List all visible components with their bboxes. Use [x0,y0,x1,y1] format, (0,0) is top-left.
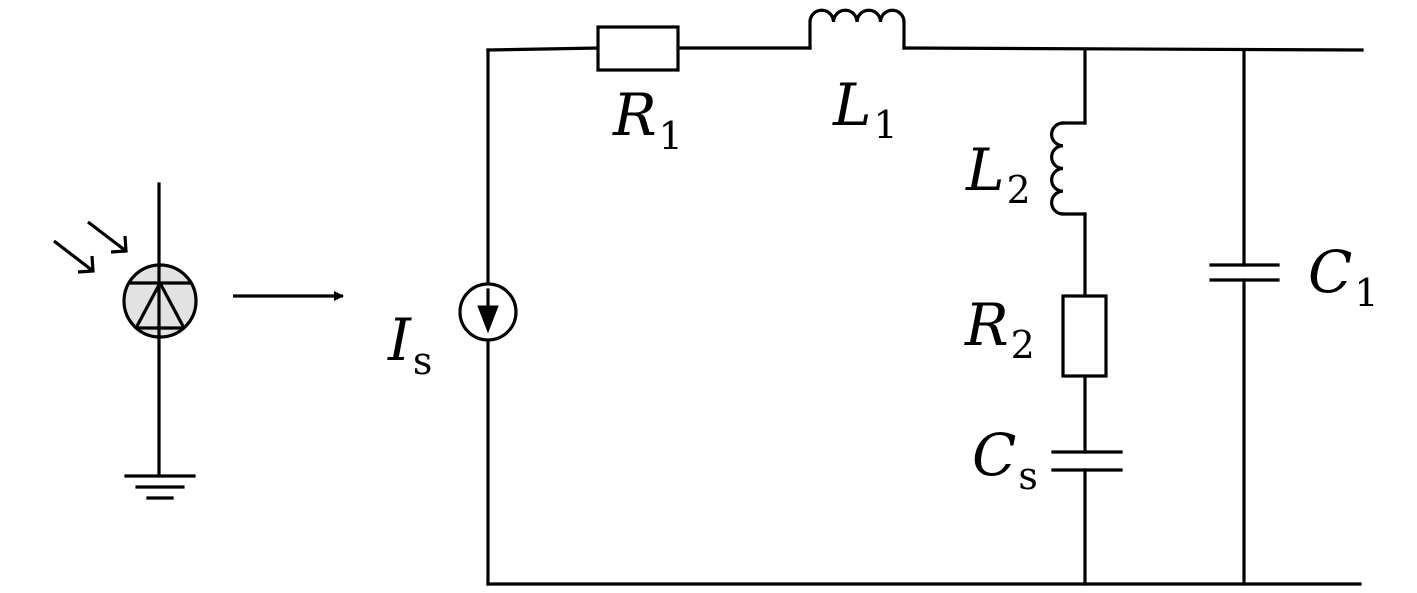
inductor-l2 [1050,121,1065,216]
inductor-l1 [808,8,906,50]
top-wire-segment [902,46,1364,52]
resistor-r2 [1061,294,1108,378]
current-source-is [458,282,518,342]
capacitor-c1 [1209,263,1280,282]
label-l1: L1 [832,71,898,147]
top-wire-segment [486,46,600,52]
light-arrow-icon [53,220,128,274]
capacitor-cs [1051,450,1123,472]
down-arrow-icon [477,305,499,334]
ground-icon [124,474,196,500]
label-is: Is [387,306,432,383]
label-l2: L2 [965,136,1031,212]
resistor-r1 [596,25,680,72]
circuit-wires [486,46,1364,586]
label-r2: R2 [964,291,1035,367]
label-cs: Cs [972,421,1038,498]
label-c1: C1 [1308,238,1379,315]
label-r1: R1 [612,81,683,158]
photodiode-symbol [53,182,198,500]
diode-triangle [134,281,186,330]
